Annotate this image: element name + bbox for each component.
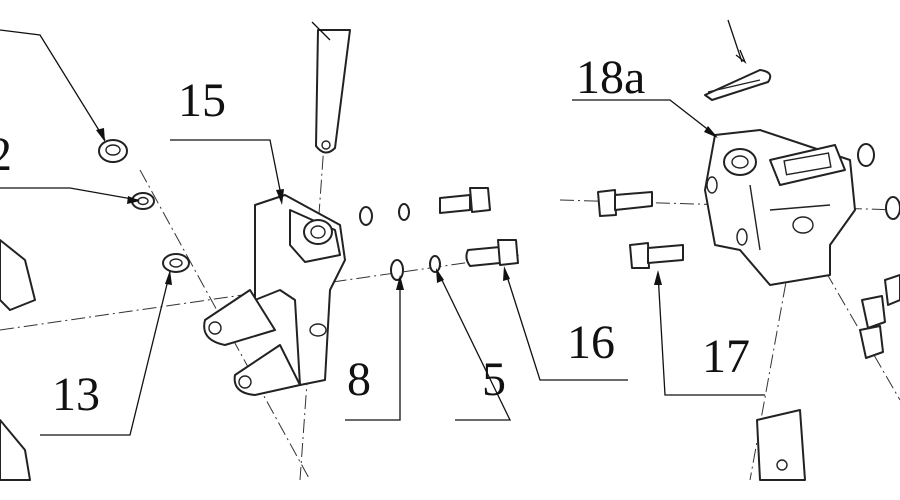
small-nuts (359, 203, 441, 281)
bolt-right-upper (597, 189, 653, 217)
bolt-17 (629, 242, 684, 269)
label-18a: 18a (576, 51, 645, 104)
label-17: 17 (702, 330, 750, 383)
nut-part (98, 139, 128, 163)
plate-part (756, 409, 806, 481)
rod-part (311, 21, 351, 154)
bolt-upper (439, 187, 491, 214)
label-8: 8 (347, 353, 371, 406)
label-15: 15 (178, 74, 226, 127)
label-13: 13 (52, 368, 100, 421)
bracket-18a (704, 129, 856, 286)
label-2: 2 (0, 128, 12, 181)
bolt-16 (465, 239, 519, 267)
washer-13 (162, 253, 190, 273)
bracket-15 (203, 194, 346, 396)
arrowheads (96, 126, 718, 290)
left-bracket-partial (0, 239, 36, 481)
right-nuts (857, 143, 900, 359)
label-16: 16 (567, 316, 615, 369)
label-5: 5 (482, 353, 506, 406)
leader-lines (0, 29, 765, 436)
cotter-pin (704, 19, 772, 101)
